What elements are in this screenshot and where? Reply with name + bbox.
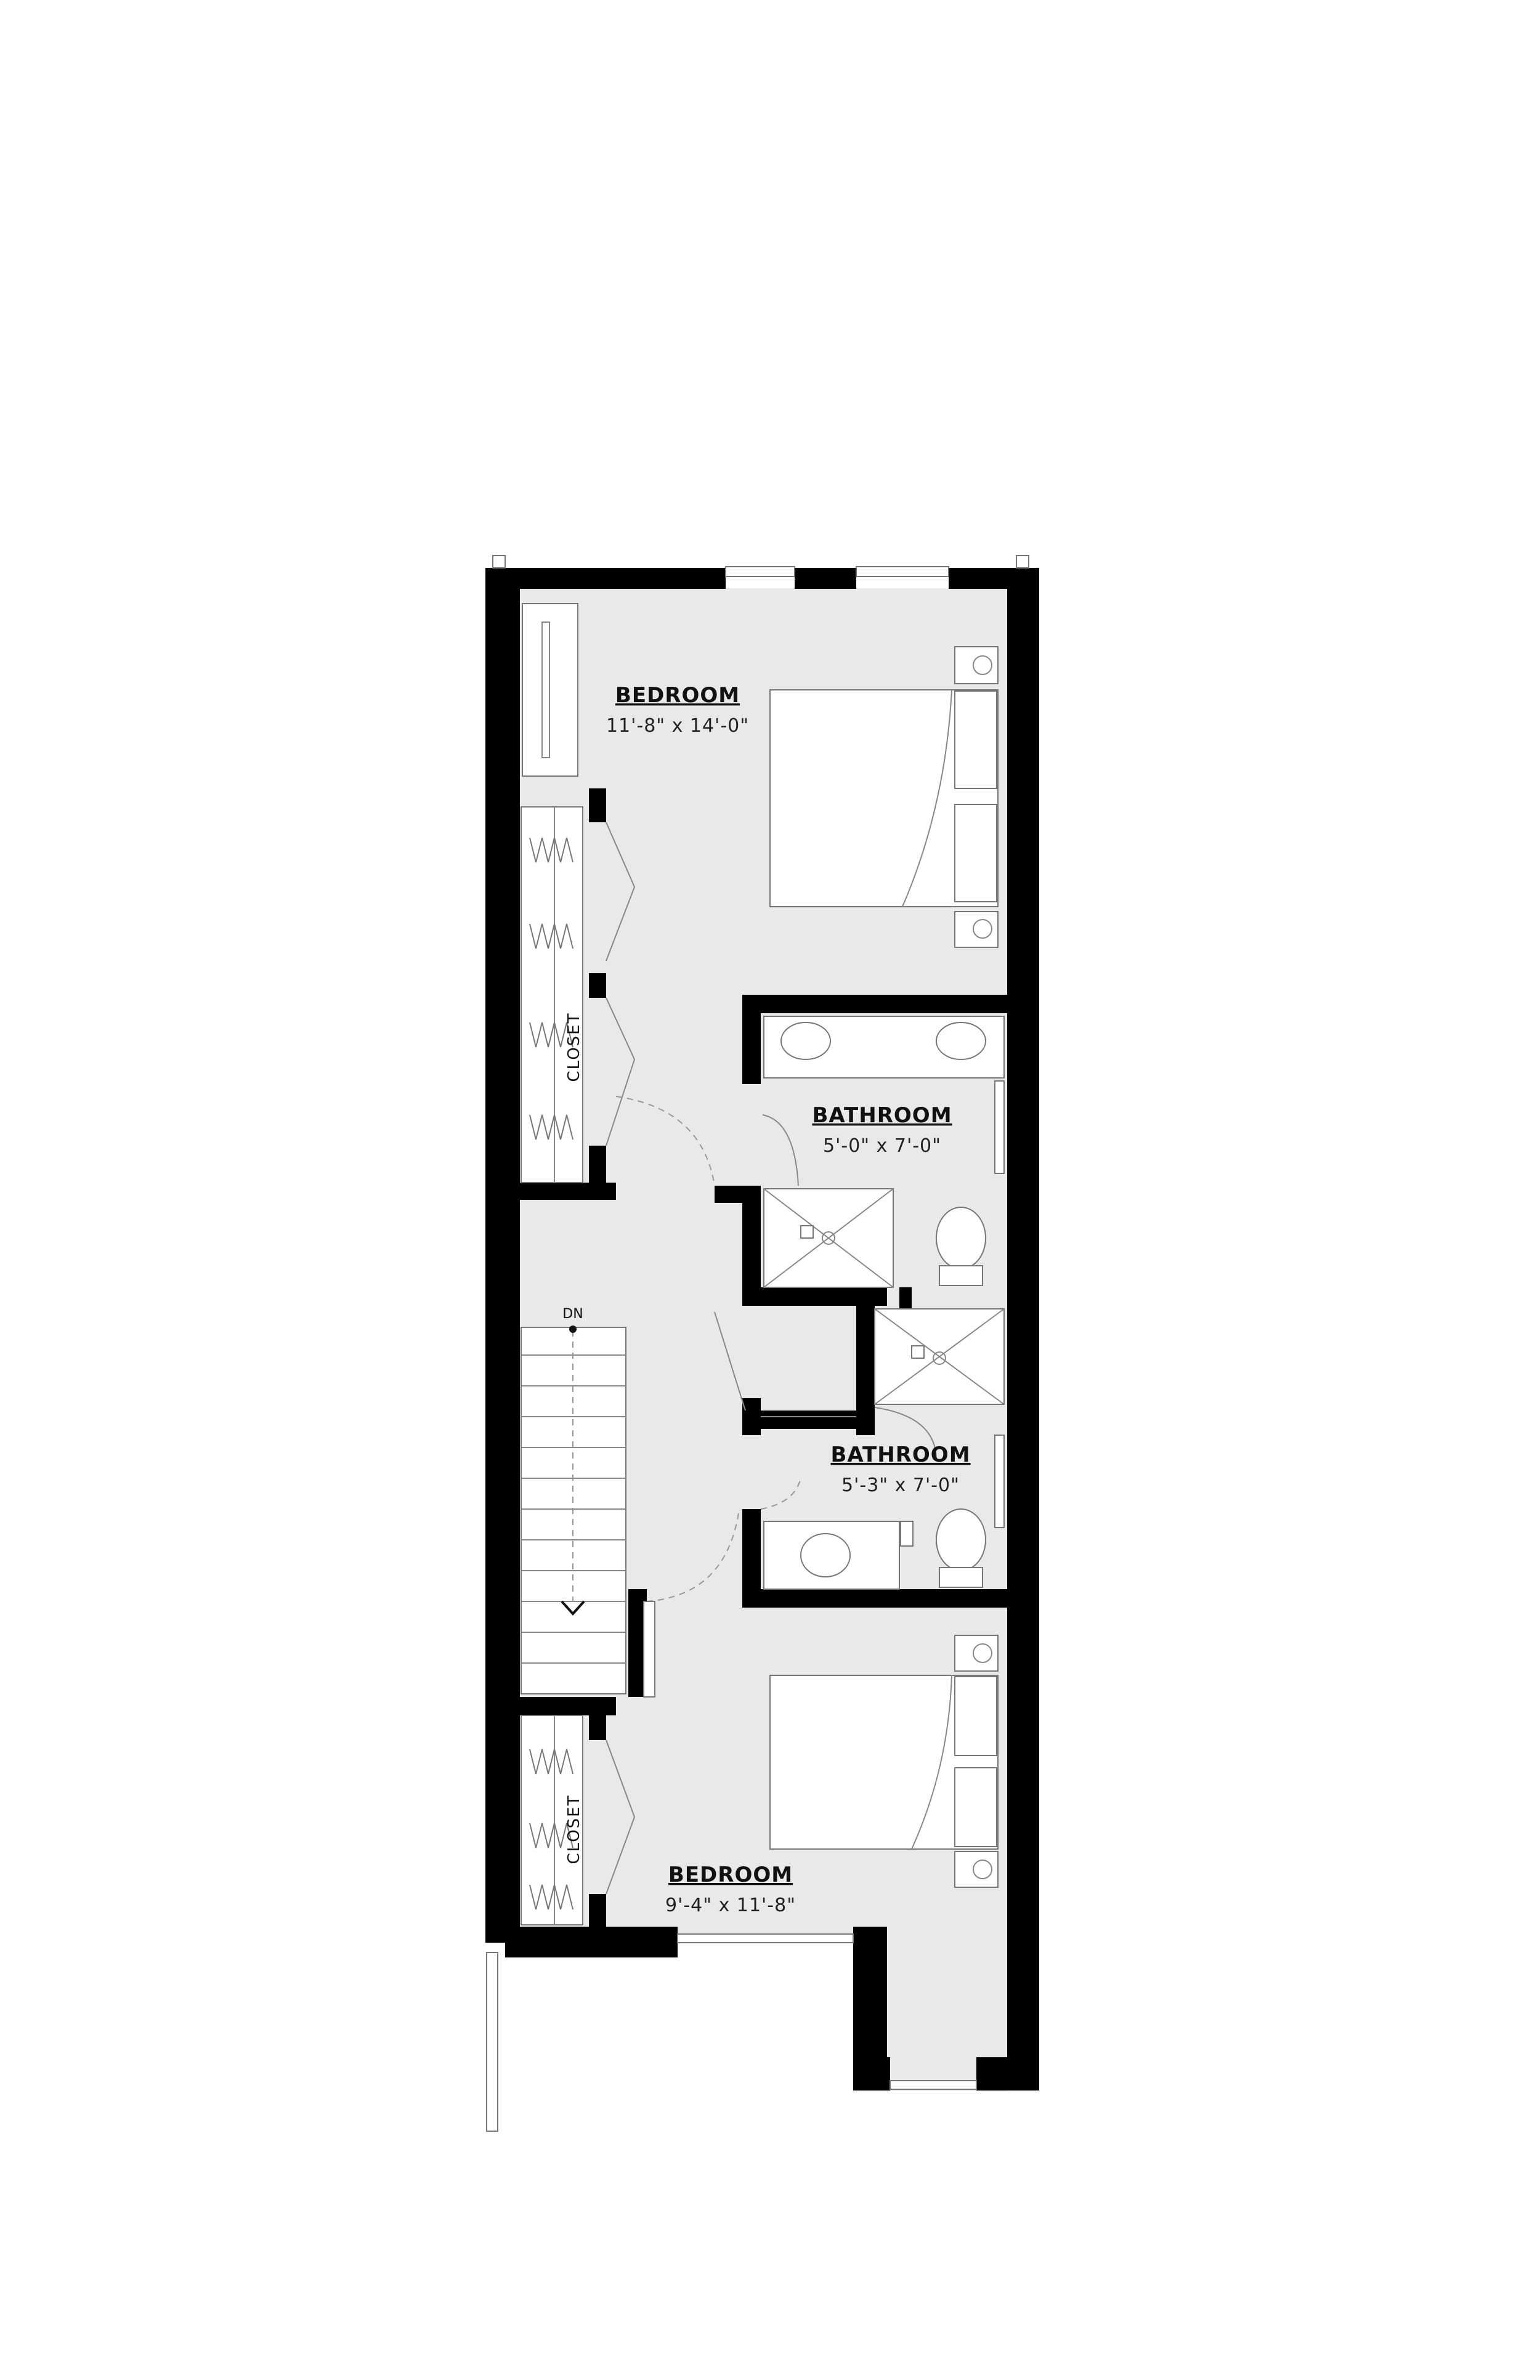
closet-lower <box>521 1715 636 1925</box>
bathroom-one-fixtures <box>762 1016 1005 1288</box>
bedroom-bottom-dimensions: 9'-4" x 11'-8" <box>665 1895 796 1916</box>
bathroom-one-title: BATHROOM <box>812 1103 952 1128</box>
bathroom-two-dimensions: 5'-3" x 7'-0" <box>841 1475 960 1496</box>
hall-door-swings <box>615 1096 856 1602</box>
closet-upper <box>521 806 636 1183</box>
exterior-walls <box>485 568 1039 2091</box>
closet-lower-label: CLOSET <box>565 1795 583 1864</box>
closet-upper-label: CLOSET <box>565 1013 583 1082</box>
bedroom-top-furniture <box>522 603 999 948</box>
bathroom-two-fixtures <box>763 1308 1005 1590</box>
bedroom-top-title: BEDROOM <box>615 683 740 708</box>
windows <box>486 555 1029 2132</box>
bedroom-top-dimensions: 11'-8" x 14'-0" <box>606 715 749 737</box>
bathroom-two-title: BATHROOM <box>830 1443 970 1467</box>
bedroom-bottom-title: BEDROOM <box>668 1863 793 1887</box>
stairs <box>521 1326 655 1698</box>
bedroom-bottom-furniture <box>769 1635 999 1888</box>
stairs-direction-label: DN <box>562 1306 583 1322</box>
bathroom-one-dimensions: 5'-0" x 7'-0" <box>823 1135 941 1157</box>
